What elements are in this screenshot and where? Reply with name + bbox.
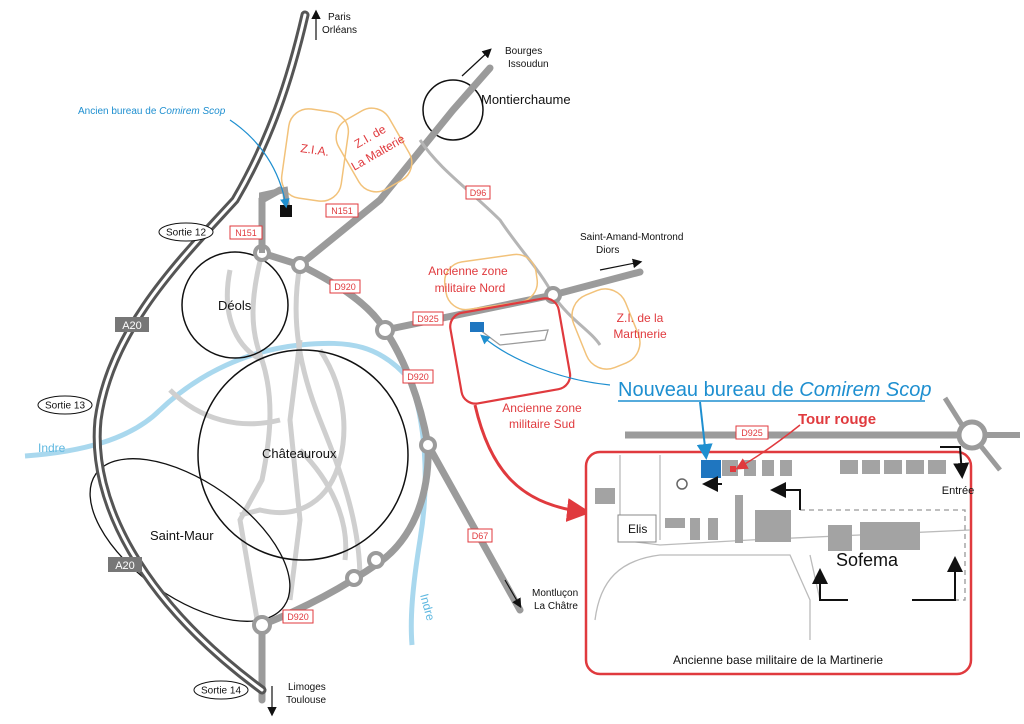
road-d920-a: D920 bbox=[334, 282, 356, 292]
road-d96: D96 bbox=[470, 188, 487, 198]
road-a20-top: A20 bbox=[122, 320, 142, 332]
deols-circle bbox=[181, 251, 289, 359]
dir-limoges-2: Toulouse bbox=[286, 695, 326, 706]
road-d925-inset-box bbox=[735, 425, 769, 440]
road-d920-b: D920 bbox=[407, 372, 429, 382]
zone-malterie bbox=[335, 107, 413, 193]
callout-new-office: Nouveau bureau de Comirem Scop bbox=[618, 379, 932, 401]
road-a20-bottom-box bbox=[108, 557, 142, 572]
dir-stamand-1: Saint-Amand-Montrond bbox=[580, 232, 683, 243]
road-d920-b-box bbox=[402, 369, 434, 384]
dir-montlucon-2: La Châtre bbox=[534, 601, 578, 612]
road-n151-b-box bbox=[325, 203, 359, 218]
road-a20-top-box bbox=[115, 317, 149, 332]
tour-rouge-marker bbox=[730, 466, 736, 472]
road-d925-inset: D925 bbox=[741, 428, 763, 438]
road-d96 bbox=[418, 139, 602, 346]
dir-limoges-1: Limoges bbox=[288, 682, 326, 693]
zone-nord-1: Ancienne zone bbox=[428, 264, 508, 278]
new-office-marker bbox=[470, 322, 484, 332]
arrow-zone-sud-to-inset bbox=[473, 404, 591, 522]
zone-militaire-sud bbox=[449, 297, 572, 405]
town-saint-maur: Saint-Maur bbox=[150, 528, 214, 543]
town-chateauroux: Châteauroux bbox=[262, 446, 337, 461]
chateauroux-circle bbox=[197, 349, 409, 561]
montierchaume-circle bbox=[422, 79, 484, 141]
dir-bourges-1: Bourges bbox=[505, 46, 542, 57]
exit-sortie-12: Sortie 12 bbox=[166, 228, 206, 239]
zone-zia bbox=[280, 108, 350, 202]
road-d920-c-box bbox=[282, 609, 314, 624]
road-d920-a-box bbox=[329, 279, 361, 294]
road-n151-b: N151 bbox=[331, 206, 353, 216]
river-indre-south: Indre bbox=[417, 592, 438, 622]
zone-sud-inner-road bbox=[479, 329, 549, 346]
zone-martinerie-1: Z.I. de la bbox=[617, 311, 664, 325]
inset-elis: Elis bbox=[628, 522, 647, 536]
old-office-arrow bbox=[229, 119, 290, 209]
zone-sud-1: Ancienne zone bbox=[502, 401, 582, 415]
town-streets bbox=[168, 252, 363, 626]
road-d925: D925 bbox=[417, 314, 439, 324]
road-d67-box bbox=[467, 528, 493, 543]
dir-paris-1: Paris bbox=[328, 12, 351, 23]
zone-martinerie-2: Martinerie bbox=[613, 327, 667, 341]
zone-nord-2: militaire Nord bbox=[435, 281, 506, 295]
arrow-bourges bbox=[461, 48, 492, 77]
inset-entree: Entrée bbox=[942, 485, 974, 497]
dir-paris-2: Orléans bbox=[322, 25, 357, 36]
inset-panel bbox=[584, 396, 1020, 676]
town-montierchaume: Montierchaume bbox=[481, 92, 571, 107]
road-d920-c: D920 bbox=[287, 612, 309, 622]
exit-sortie-13: Sortie 13 bbox=[45, 401, 85, 412]
river-indre-west: Indre bbox=[38, 441, 66, 455]
exit-sortie-12-oval bbox=[158, 222, 214, 242]
new-office-arrow bbox=[480, 334, 611, 386]
exit-sortie-14: Sortie 14 bbox=[201, 686, 241, 697]
main-roads bbox=[258, 64, 644, 704]
callout-old-office: Ancien bureau de Comirem Scop bbox=[78, 106, 226, 117]
zone-zia-label: Z.I.A. bbox=[300, 141, 330, 159]
zone-sud-2: militaire Sud bbox=[509, 417, 575, 431]
river-indre-west bbox=[24, 340, 428, 646]
town-deols: Déols bbox=[218, 298, 252, 313]
road-d96-box bbox=[465, 185, 491, 200]
inset-sofema: Sofema bbox=[836, 550, 899, 570]
dir-montlucon-1: Montluçon bbox=[532, 588, 578, 599]
dir-bourges-2: Issoudun bbox=[508, 59, 549, 70]
exit-sortie-13-oval bbox=[37, 395, 93, 415]
road-d67: D67 bbox=[472, 531, 489, 541]
old-office-marker bbox=[280, 205, 292, 217]
arrow-saint-amand bbox=[599, 258, 643, 271]
road-n151-a: N151 bbox=[235, 228, 257, 238]
dir-stamand-2: Diors bbox=[596, 245, 619, 256]
callout-tour-rouge: Tour rouge bbox=[798, 411, 876, 428]
arrow-montlucon bbox=[504, 579, 522, 609]
exit-sortie-14-oval bbox=[193, 680, 249, 700]
zone-martinerie bbox=[571, 288, 641, 370]
zone-nord bbox=[443, 253, 539, 311]
road-n151-a-box bbox=[229, 225, 263, 240]
inset-title: Ancienne base militaire de la Martinerie bbox=[673, 653, 883, 667]
road-d925-box bbox=[412, 311, 444, 326]
new-office-inset-marker bbox=[701, 460, 721, 478]
road-a20-bottom: A20 bbox=[115, 560, 135, 572]
